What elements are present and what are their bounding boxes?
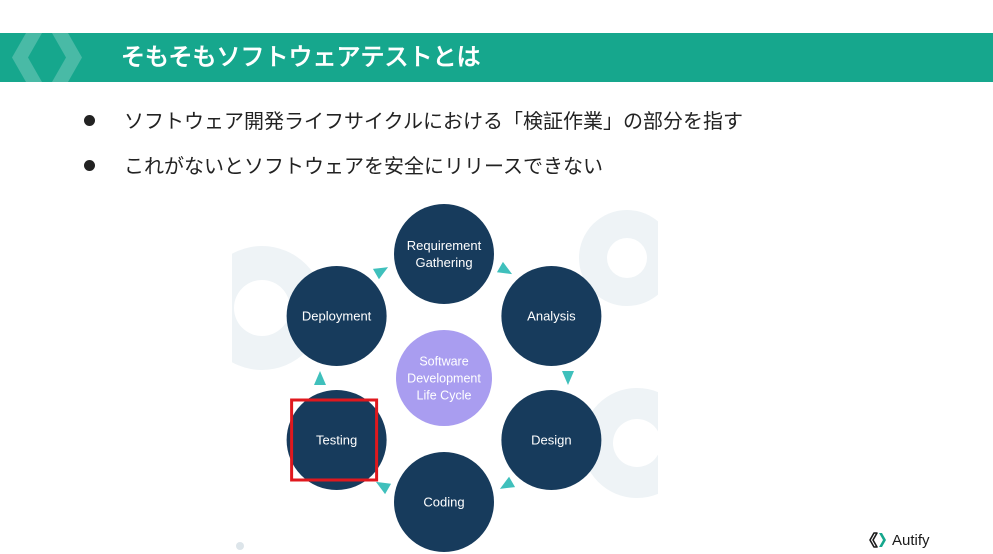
bullet-dot-icon — [84, 115, 95, 126]
cycle-arrow-icon — [496, 261, 513, 275]
sdlc-stage-label: Deployment — [302, 309, 372, 324]
chevron-brackets-icon — [12, 33, 82, 82]
cycle-arrow-icon — [499, 476, 516, 489]
sdlc-stage-node — [286, 390, 387, 490]
slide-title: そもそもソフトウェアテストとは — [121, 43, 481, 71]
brand-logo: Autify — [868, 530, 930, 550]
sdlc-stage-label: Coding — [423, 495, 464, 510]
sdlc-stage-label: Requirement — [407, 238, 482, 253]
cycle-arrow-icon — [314, 371, 326, 385]
bullet-text: これがないとソフトウェアを安全にリリースできない — [124, 154, 603, 178]
sdlc-stage-node — [501, 266, 602, 366]
sdlc-stage-label: Design — [531, 433, 571, 448]
cycle-arrow-icon — [562, 371, 574, 385]
highlight-box — [290, 398, 379, 482]
autify-logo-icon — [869, 532, 886, 548]
bullet-text: ソフトウェア開発ライフサイクルにおける「検証作業」の部分を指す — [124, 109, 743, 133]
sdlc-center-circle — [396, 330, 492, 426]
cycle-arrow-icon — [375, 481, 392, 495]
bullet-dot-icon — [84, 160, 95, 171]
sdlc-center-label: Development — [407, 372, 481, 386]
sdlc-center-label: Life Cycle — [417, 389, 472, 403]
sdlc-stage-node — [501, 390, 602, 490]
sdlc-stage-node — [394, 204, 494, 304]
slide-header-bar: そもそもソフトウェアテストとは — [0, 33, 993, 82]
cycle-arrow-icon — [372, 267, 389, 280]
sdlc-stage-label: Gathering — [415, 255, 472, 270]
sdlc-stage-label: Testing — [316, 433, 357, 448]
sdlc-stage-node — [286, 266, 387, 366]
brand-name: Autify — [892, 531, 930, 549]
sdlc-center-label: Software — [419, 355, 468, 369]
sdlc-stage-label: Analysis — [527, 309, 576, 324]
sdlc-stage-node — [394, 452, 494, 552]
